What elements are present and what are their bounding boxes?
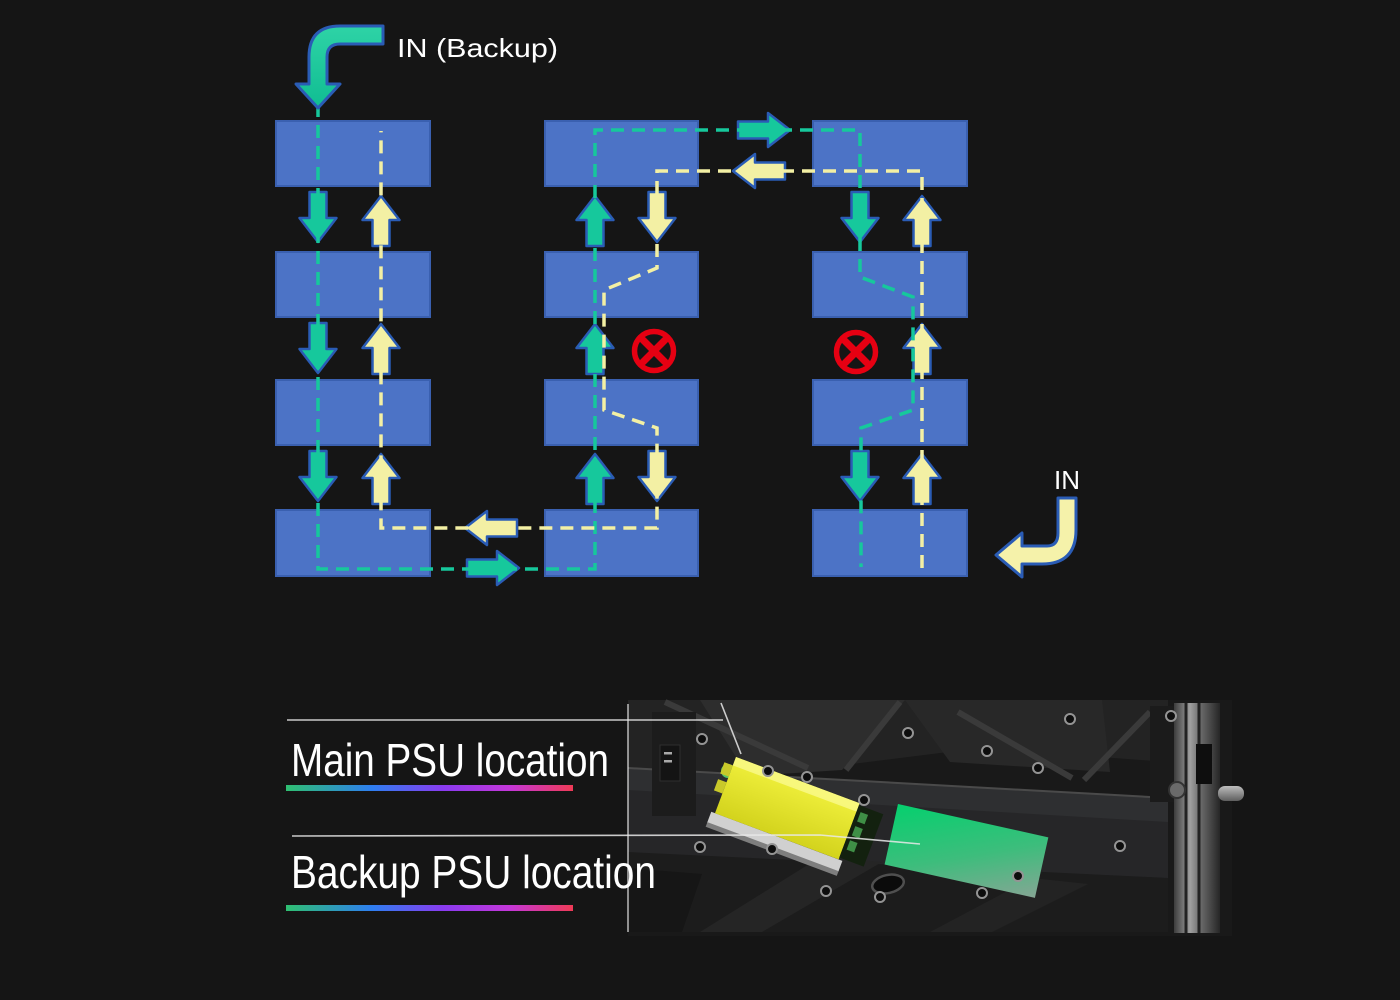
led-panel [544,379,699,446]
arrow-up-icon [361,322,401,376]
psu-legend: Main PSU location Backup PSU location [286,702,921,911]
signal-flow-diagram: IN (Backup) IN [275,24,1080,587]
led-panel [544,120,699,187]
led-panel [812,251,968,318]
arrow-up-icon [575,194,615,248]
arrow-down-icon [637,190,677,244]
backup-psu-body [884,803,1049,898]
locating-pin [1218,786,1244,801]
bracket-marking [664,760,672,763]
psu-tab [720,762,733,777]
leader-line-main-drop [720,702,742,755]
arrow-up-icon [361,194,401,248]
psu-tab [713,779,727,794]
led-panel [812,120,968,187]
arrow-down-icon [840,449,880,503]
lower-brace [930,878,1088,932]
arrow-up-icon [575,322,615,376]
led-panel [275,251,431,318]
main-psu-body [714,756,860,860]
corner-shadow [628,868,702,932]
bracket-slot [659,744,681,782]
bolt-icon [1168,781,1186,799]
backup-in-arrow-icon [294,24,385,110]
arrow-down-icon [298,449,338,503]
led-panel [275,379,431,446]
led-panel [812,509,968,577]
main-in-arrow-icon [994,496,1078,579]
led-panel-grid [275,120,968,577]
error-cross-icon [631,328,677,374]
connector-pin [851,826,863,839]
psu-tray-edge [707,811,843,873]
arrow-left-icon [731,152,787,190]
frame-panel [700,700,905,776]
rail-cutout [1196,744,1212,784]
backup-in-label: IN (Backup) [397,33,558,63]
frame-panel [905,700,1110,772]
arrow-left-icon [463,509,519,547]
rail-edge-highlight [627,767,1169,799]
led-panel [812,379,968,446]
backup-psu-highlight [884,803,1049,898]
led-panel [275,120,431,187]
main-psu-label: Main PSU location [291,734,609,786]
connector-pin [846,840,858,853]
legend-underline-main [286,785,573,791]
error-cross-icon [833,329,879,375]
connector-pin [857,812,869,825]
vertical-rail [1174,703,1220,933]
legend-underline-backup [286,905,573,911]
bracket-marking [664,752,672,755]
led-panel [275,509,431,577]
psu-connector [839,805,884,867]
backup-signal-path [316,104,915,571]
main-signal-path [379,131,924,568]
leader-line-backup [291,834,921,845]
led-panel [544,509,699,577]
psu-photo [627,699,1244,936]
grommet [870,873,906,895]
main-in-label: IN [1054,465,1080,495]
backup-psu-label: Backup PSU location [291,846,656,898]
